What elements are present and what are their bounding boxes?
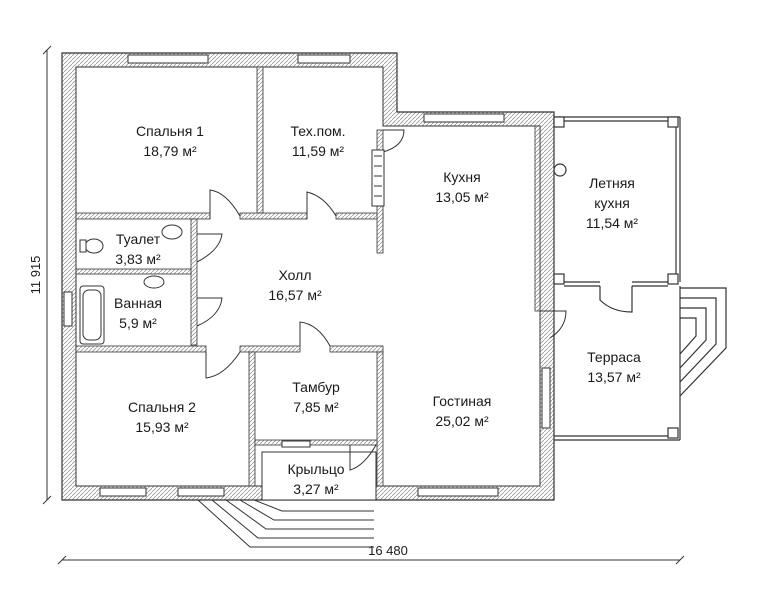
room-area-terrace: 13,57 м² <box>587 369 641 385</box>
room-area-summer-kitchen: 11,54 м² <box>586 215 639 231</box>
wall-vestibule-living <box>376 351 384 487</box>
door-entry <box>349 444 377 471</box>
wall-bedroom1-bottom-right <box>239 212 308 220</box>
wall-wc-bath <box>75 268 192 275</box>
room-label-bedroom2: Спальня 2 <box>128 399 196 415</box>
window-bedroom1 <box>127 54 209 64</box>
porch <box>197 451 377 548</box>
bathtub-inner <box>82 289 102 341</box>
boiler-detail <box>374 155 382 197</box>
summer-kitchen <box>553 116 681 313</box>
room-label-bedroom1: Спальня 1 <box>136 123 204 139</box>
boiler <box>371 149 385 207</box>
dim-vertical-tick-bottom <box>42 495 52 505</box>
room-label-porch: Крыльцо <box>287 461 344 477</box>
post-tl <box>553 116 565 128</box>
exterior-walls <box>61 52 555 501</box>
window-bedroom2b <box>177 487 225 497</box>
wall-tech-bottom <box>335 212 384 220</box>
doors <box>196 129 567 471</box>
bath-sink <box>143 275 165 289</box>
wall-bedroom1-tech <box>256 66 264 214</box>
window-living-side <box>541 367 551 429</box>
wall-kitchen-living <box>534 125 541 312</box>
room-area-porch: 3,27 м² <box>293 481 339 497</box>
toilet-tank <box>79 239 87 253</box>
room-area-bathroom: 5,9 м² <box>119 315 157 331</box>
door-vestibule <box>299 321 331 347</box>
room-label-wc: Туалет <box>116 231 161 247</box>
door-bedroom2 <box>205 351 241 379</box>
wall-wc-right <box>190 218 198 346</box>
porch-steps <box>197 499 374 548</box>
toilet <box>84 238 104 254</box>
post-br <box>667 427 679 439</box>
door-wc <box>196 233 223 263</box>
window-vestibule <box>281 440 311 448</box>
window-tech <box>297 54 351 64</box>
room-label-kitchen: Кухня <box>443 169 480 185</box>
room-area-tech: 11,59 м² <box>292 143 345 159</box>
room-label-hall: Холл <box>279 267 312 283</box>
dim-overall-height: 11 915 <box>28 256 43 295</box>
dim-vertical-tick-top <box>42 45 52 55</box>
dim-horizontal-tick-left <box>57 555 67 565</box>
room-label-bathroom: Ванная <box>114 295 162 311</box>
room-label-vestibule: Тамбур <box>292 379 340 395</box>
room-area-bedroom1: 18,79 м² <box>143 143 197 159</box>
room-area-vestibule: 7,85 м² <box>293 399 339 415</box>
room-area-wc: 3,83 м² <box>115 251 161 267</box>
window-bathroom <box>63 291 73 327</box>
door-tech <box>306 191 337 219</box>
porch-floor <box>261 451 377 501</box>
room-label-summer-kitchen-1: Летняя <box>589 175 635 191</box>
dimensions <box>42 45 685 565</box>
room-area-hall: 16,57 м² <box>268 287 322 303</box>
summer-sink <box>553 163 567 177</box>
room-label-tech: Тех.пом. <box>290 123 345 139</box>
wall-bedroom1-bottom-left <box>75 212 211 220</box>
door-living-terrace <box>540 310 567 339</box>
door-bath <box>196 297 223 327</box>
room-area-living: 25,02 м² <box>435 413 489 429</box>
room-label-living: Гостиная <box>433 393 492 409</box>
post-mr <box>667 273 679 285</box>
fixtures <box>79 149 385 345</box>
door-bedroom1 <box>209 189 241 219</box>
room-label-terrace: Терраса <box>587 349 641 365</box>
post-ml <box>553 273 565 285</box>
windows <box>63 54 551 497</box>
door-kitchen-ext <box>382 129 405 153</box>
window-kitchen <box>423 113 505 123</box>
terrace <box>554 286 727 441</box>
room-area-bedroom2: 15,93 м² <box>135 419 189 435</box>
terrace-steps <box>679 287 727 397</box>
window-bedroom2a <box>99 487 147 497</box>
wall-bath-bottom <box>75 345 207 353</box>
dim-overall-width: 16 480 <box>368 543 408 558</box>
dim-horizontal-tick-right <box>675 555 685 565</box>
room-area-kitchen: 13,05 м² <box>435 189 489 205</box>
room-label-summer-kitchen-2: кухня <box>594 195 630 211</box>
wc-sink <box>161 224 183 240</box>
wall-vestibule-bottom <box>254 439 378 446</box>
wall-hall-bottom-left <box>239 345 301 353</box>
post-tr <box>667 116 679 128</box>
wall-hall-bottom-right <box>329 345 384 353</box>
wall-bedroom2-vestibule <box>248 351 256 487</box>
window-living <box>417 487 499 497</box>
summer-door-swing <box>599 286 633 313</box>
